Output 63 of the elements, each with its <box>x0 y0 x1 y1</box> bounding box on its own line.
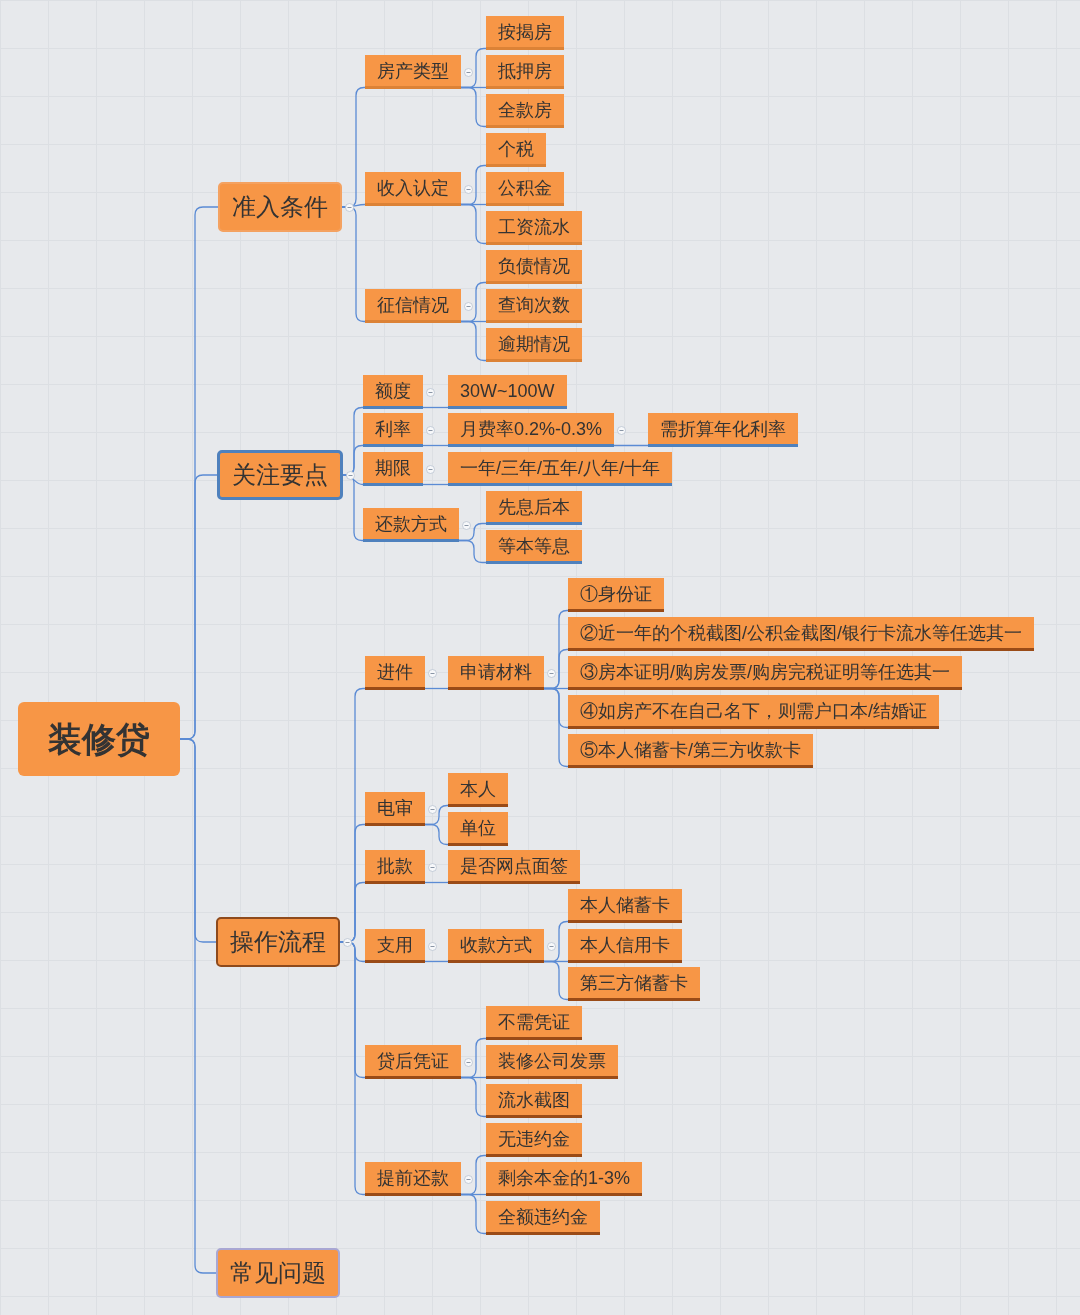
subtopic: ⑤本人储蓄卡/第三方收款卡 <box>568 734 813 768</box>
subtopic: 收款方式 <box>448 929 544 963</box>
subtopic: 按揭房 <box>486 16 564 50</box>
subtopic: 单位 <box>448 812 508 846</box>
subtopic: 期限 <box>363 452 423 486</box>
subtopic: 公积金 <box>486 172 564 206</box>
connector-line <box>342 474 364 542</box>
main-topic: 常见问题 <box>216 1248 340 1298</box>
subtopic: 是否网点面签 <box>448 850 580 884</box>
subtopic: 全款房 <box>486 94 564 128</box>
subtopic: 一年/三年/五年/八年/十年 <box>448 452 672 486</box>
subtopic: 流水截图 <box>486 1084 582 1118</box>
subtopic: 无违约金 <box>486 1123 582 1157</box>
connector-line <box>422 483 449 486</box>
subtopic: 装修公司发票 <box>486 1045 618 1079</box>
connector-line <box>424 881 449 884</box>
subtopic: 本人储蓄卡 <box>568 889 682 923</box>
subtopic: 支用 <box>365 929 425 963</box>
connector-line <box>422 406 449 409</box>
subtopic: 工资流水 <box>486 211 582 245</box>
subtopic: 第三方储蓄卡 <box>568 967 700 1001</box>
subtopic: 本人 <box>448 773 508 807</box>
subtopic: 逾期情况 <box>486 328 582 362</box>
subtopic: 贷后凭证 <box>365 1045 461 1079</box>
connector-line <box>424 960 449 963</box>
subtopic: 查询次数 <box>486 289 582 323</box>
subtopic: 收入认定 <box>365 172 461 206</box>
subtopic: 个税 <box>486 133 546 167</box>
subtopic: 电审 <box>365 792 425 826</box>
subtopic: 征信情况 <box>365 289 461 323</box>
subtopic: 还款方式 <box>363 508 459 542</box>
subtopic: ④如房产不在自己名下，则需户口本/结婚证 <box>568 695 939 729</box>
subtopic: 30W~100W <box>448 375 567 409</box>
subtopic: ①身份证 <box>568 578 664 612</box>
subtopic: 本人信用卡 <box>568 929 682 963</box>
subtopic: 等本等息 <box>486 530 582 564</box>
subtopic: 额度 <box>363 375 423 409</box>
subtopic: 进件 <box>365 656 425 690</box>
subtopic: 利率 <box>363 413 423 447</box>
connector-line <box>422 444 449 447</box>
connector-line <box>613 444 649 447</box>
connector-line <box>458 539 487 564</box>
main-topic: 操作流程 <box>216 917 340 967</box>
subtopic: 剩余本金的1-3% <box>486 1162 643 1196</box>
subtopic: ②近一年的个税截图/公积金截图/银行卡流水等任选其一 <box>568 617 1034 651</box>
connector-line <box>424 823 449 846</box>
subtopic: 全额违约金 <box>486 1201 600 1235</box>
subtopic: 房产类型 <box>365 55 461 89</box>
subtopic: 不需凭证 <box>486 1006 582 1040</box>
subtopic: 先息后本 <box>486 491 582 525</box>
subtopic: 负债情况 <box>486 250 582 284</box>
subtopic: 月费率0.2%-0.3% <box>448 413 615 447</box>
main-topic: 准入条件 <box>218 182 342 232</box>
connector-line <box>339 941 366 1196</box>
subtopic: 抵押房 <box>486 55 564 89</box>
subtopic: 需折算年化利率 <box>648 413 798 447</box>
main-topic: 关注要点 <box>217 450 343 500</box>
subtopic: ③房本证明/购房发票/购房完税证明等任选其一 <box>568 656 962 690</box>
connector-line <box>424 687 449 690</box>
subtopic: 批款 <box>365 850 425 884</box>
central-topic: 装修贷 <box>18 702 180 776</box>
subtopic: 提前还款 <box>365 1162 461 1196</box>
subtopic: 申请材料 <box>448 656 544 690</box>
